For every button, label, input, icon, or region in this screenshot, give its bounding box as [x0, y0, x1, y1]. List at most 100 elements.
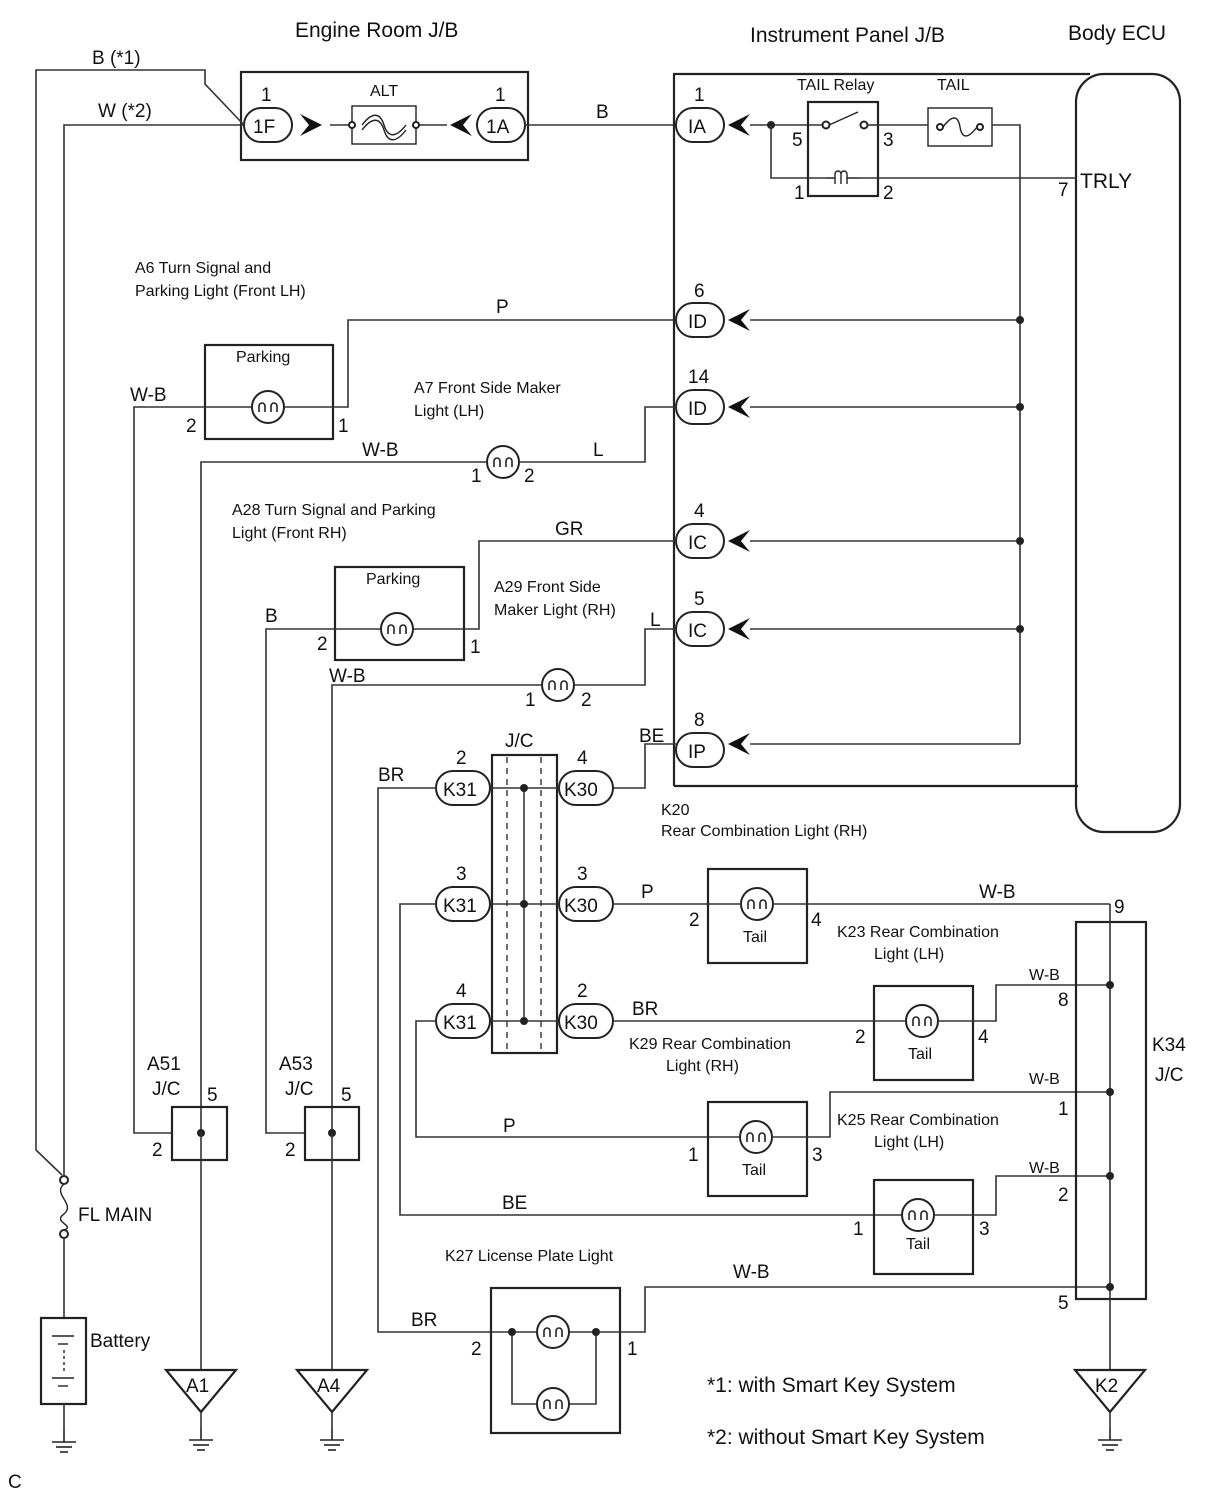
ground-a4: A4 [294, 1368, 370, 1451]
k25-box [872, 1178, 975, 1276]
tail-fuse [927, 107, 993, 147]
pin-ia-1: 1 [694, 85, 705, 106]
pin-a51-2: 2 [152, 1140, 163, 1161]
pin-a29-2: 2 [581, 690, 592, 711]
alt-fuse-link [361, 114, 407, 141]
relay-coil [826, 170, 860, 184]
body-ecu-title: Body ECU [1068, 22, 1166, 45]
ground-a4-icon [319, 1427, 345, 1451]
a28-label-2: Light (Front RH) [232, 525, 347, 542]
k20-box [706, 867, 809, 965]
svg-text:4: 4 [694, 501, 705, 522]
k34-label-1: K34 [1152, 1035, 1186, 1056]
trly-label: TRLY [1080, 170, 1132, 193]
jc-label: J/C [505, 731, 534, 752]
k29-label-2: Light (RH) [666, 1058, 739, 1075]
a7-label-2: Light (LH) [414, 403, 484, 420]
corner-label: C [8, 1472, 22, 1493]
engine-room-jb-box [239, 70, 530, 162]
k23-tail-label: Tail [908, 1046, 932, 1063]
tail-relay-label: TAIL Relay [797, 77, 874, 94]
wire-wb-k23: W-B [1029, 967, 1060, 984]
alt-fuse-label: ALT [370, 83, 398, 100]
wire-b-a28: B [265, 606, 278, 627]
wire-wb-a29: W-B [329, 666, 366, 687]
a7-label-1: A7 Front Side Maker [414, 380, 561, 397]
a28-label-1: A28 Turn Signal and Parking [232, 502, 436, 519]
svg-text:2: 2 [577, 981, 588, 1002]
connector-ic-5: IC 5 [675, 589, 750, 647]
wire-l-a29: L [650, 610, 661, 631]
wire-wb-k27: W-B [733, 1262, 770, 1283]
wire-wb-a6: W-B [130, 385, 167, 406]
k29-box [706, 1100, 809, 1198]
svg-text:2: 2 [456, 748, 467, 769]
svg-text:4: 4 [456, 981, 467, 1002]
pin-a28-2: 2 [317, 634, 328, 655]
connector-k31-2: K31 2 [435, 748, 491, 806]
a6-box [203, 343, 335, 441]
pin-k34-1: 1 [1058, 1099, 1069, 1120]
arrow-1a [450, 114, 472, 136]
svg-text:ID: ID [688, 312, 707, 333]
k34-box [1074, 920, 1148, 1301]
svg-text:K30: K30 [564, 896, 598, 917]
ground-battery-icon [51, 1429, 77, 1453]
ground-a1-icon [188, 1427, 214, 1451]
fl-main-fuse [59, 1183, 69, 1231]
k23-label-2: Light (LH) [874, 946, 944, 963]
a28-bulb-icon [380, 612, 414, 646]
svg-text:IC: IC [688, 533, 707, 554]
pin-k34-2: 2 [1058, 1185, 1069, 1206]
wire-p-k20: P [641, 882, 654, 903]
k25-label-1: K25 Rear Combination [837, 1112, 999, 1129]
a53-label-1: A53 [279, 1054, 313, 1075]
a6-label-1: A6 Turn Signal and [135, 260, 271, 277]
tail-fuse-label: TAIL [937, 77, 970, 94]
tail-relay-box [806, 100, 880, 198]
pin-a53-5: 5 [341, 1085, 352, 1106]
svg-text:K30: K30 [564, 1013, 598, 1034]
k27-box [489, 1286, 622, 1435]
connector-1f-label: 1F [253, 117, 275, 138]
svg-text:IC: IC [688, 621, 707, 642]
k25-label-2: Light (LH) [874, 1134, 944, 1151]
pin-k25-3: 3 [979, 1219, 990, 1240]
wire-p-k29: P [503, 1116, 516, 1137]
pin-relay-3: 3 [883, 130, 894, 151]
connector-k30-4: K30 4 [558, 748, 614, 806]
a53-label-2: J/C [285, 1079, 314, 1100]
wire-b-star1: B (*1) [92, 48, 141, 69]
k23-bulb-icon [905, 1004, 939, 1038]
a28-box [333, 565, 466, 662]
a51-label-1: A51 [147, 1054, 181, 1075]
a51-box [170, 1105, 229, 1162]
pin-k20-2: 2 [689, 910, 700, 931]
k25-tail-label: Tail [906, 1236, 930, 1253]
svg-text:IP: IP [688, 742, 706, 763]
svg-text:ID: ID [688, 399, 707, 420]
svg-text:14: 14 [688, 367, 710, 388]
arrow-1f [300, 114, 322, 136]
k27-bulb-2-icon [536, 1387, 570, 1421]
wire-be-k25: BE [502, 1193, 527, 1214]
pin-k27-1: 1 [627, 1339, 638, 1360]
connector-ip-8: IP 8 [675, 710, 750, 768]
svg-text:K2: K2 [1095, 1376, 1118, 1397]
svg-text:K31: K31 [443, 1013, 477, 1034]
k34-label-2: J/C [1155, 1065, 1184, 1086]
wire-wb-k29: W-B [1029, 1071, 1060, 1088]
k29-bulb-icon [739, 1120, 773, 1154]
pin-k34-8: 8 [1058, 990, 1069, 1011]
k20-label-2: Rear Combination Light (RH) [661, 823, 867, 840]
connector-k31-4: K31 4 [435, 981, 491, 1039]
wire-wb-k20: W-B [979, 882, 1016, 903]
a28-parking-label: Parking [366, 571, 420, 588]
ground-a1: A1 [163, 1368, 239, 1451]
pin-k27-2: 2 [471, 1339, 482, 1360]
pin-k23-2: 2 [855, 1027, 866, 1048]
wire-br-k27: BR [411, 1310, 437, 1331]
a51-label-2: J/C [152, 1079, 181, 1100]
k23-label-1: K23 Rear Combination [837, 924, 999, 941]
pin-k34-5: 5 [1058, 1293, 1069, 1314]
